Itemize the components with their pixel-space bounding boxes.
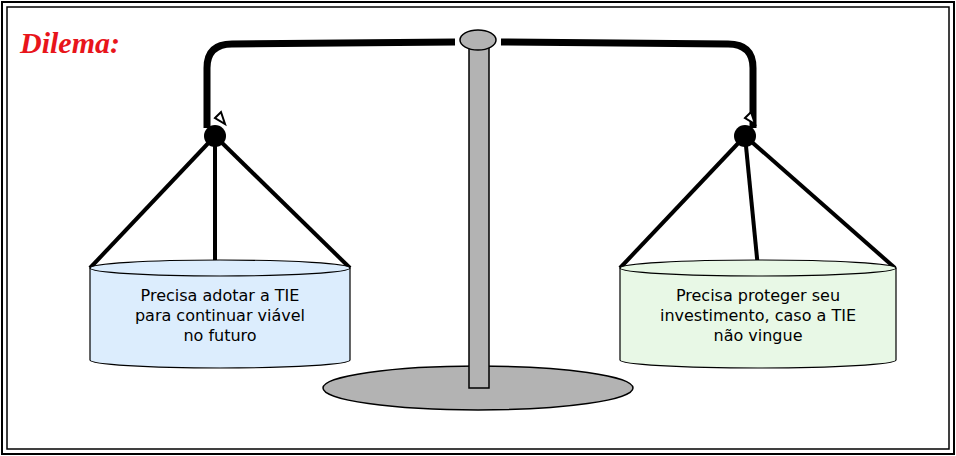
scale-pan: Precisa proteger seu investimento, caso … xyxy=(618,258,898,370)
scale-beam-right xyxy=(501,42,753,128)
left-hook-tip xyxy=(215,112,225,124)
right-pan-strings xyxy=(620,136,895,268)
scale-top-cap xyxy=(460,30,496,50)
scale-pan: Precisa adotar a TIE para continuar viáv… xyxy=(88,258,352,370)
inner-frame xyxy=(7,7,949,449)
right-hook-tip xyxy=(745,112,755,124)
left-pan-strings xyxy=(90,136,350,268)
scale-beam-left xyxy=(207,42,455,128)
pan-text: Precisa proteger seu investimento, caso … xyxy=(656,286,861,346)
pan-text: Precisa adotar a TIE para continuar viáv… xyxy=(131,286,309,346)
scale-pole xyxy=(469,42,489,388)
diagram-title: Dilema: xyxy=(20,26,120,60)
